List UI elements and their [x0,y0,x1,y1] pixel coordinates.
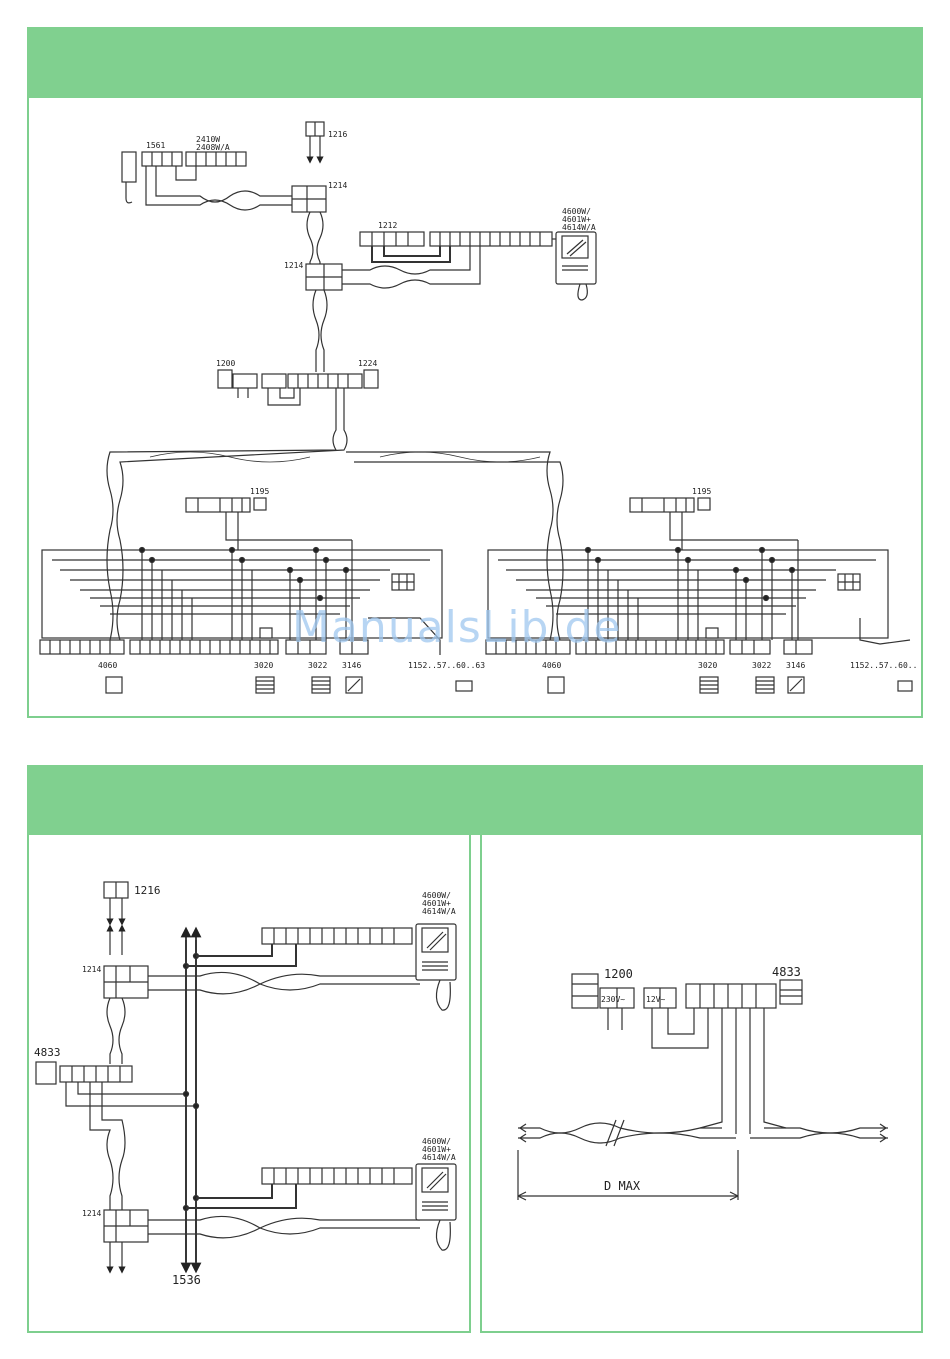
label-4060-left: 4060 [98,661,117,670]
terminal-block-1195-left [186,498,250,512]
label-1152-left: 1152..57..60..63 [408,661,485,670]
label-3020-right: 3020 [698,661,717,670]
power-supply-1200 [218,370,232,388]
module-icon-1152-left [456,681,472,691]
terminal-strip-4060-left [40,640,124,654]
label-3146-left: 3146 [342,661,361,670]
label-1214-bl-a: 1214 [82,965,101,974]
label-dmax: D MAX [604,1179,641,1193]
terminal-block-1212 [360,232,424,246]
module-icon-1152-right [898,681,912,691]
top-labels: 1561 2410W 2408W/A 1216 1214 1214 1212 4… [98,130,917,670]
terminal-strip-monitor-1 [262,928,412,944]
terminal-strip-3020-left [130,640,278,654]
device-4833-bl [36,1062,56,1084]
label-3022-right: 3022 [752,661,771,670]
watermark: ManualsLib.de [292,602,621,653]
label-1152-right: 1152..57..60.. [850,661,917,670]
label-4833-br: 4833 [772,965,801,979]
terminal-block-monitor-top [430,232,552,246]
module-icon-4060-left [106,677,122,693]
handset-1561 [122,152,136,182]
label-1200-top: 1200 [216,359,235,368]
label-1214-b: 1214 [284,261,303,270]
label-1561: 1561 [146,141,165,150]
label-1195-left: 1195 [250,487,269,496]
label-1214-a: 1214 [328,181,347,190]
label-m1-4614: 4614W/A [422,907,456,916]
label-4614-top: 4614W/A [562,223,596,232]
label-1216-top: 1216 [328,130,347,139]
label-230v: 230V~ [601,995,625,1004]
label-1224: 1224 [358,359,377,368]
label-2408w: 2408W/A [196,143,230,152]
terminal-strip-monitor-2 [262,1168,412,1184]
module-icon-4060-right [548,677,564,693]
bottom-right-diagram [518,974,888,1200]
terminal-strip-3146-right [784,640,812,654]
label-1216-bl: 1216 [134,884,161,897]
label-3020-left: 3020 [254,661,273,670]
terminal-block-1224 [288,374,362,388]
label-1212: 1212 [378,221,397,230]
device-1224 [364,370,378,388]
terminal-block-12v [262,374,286,388]
label-12v: 12V~ [646,995,665,1004]
label-1214-bl-b: 1214 [82,1209,101,1218]
label-4060-right: 4060 [542,661,561,670]
label-1200-br: 1200 [604,967,633,981]
terminal-strip-3022-right [730,640,770,654]
label-m2-4614: 4614W/A [422,1153,456,1162]
terminal-block-1195-right [630,498,694,512]
label-1536: 1536 [172,1273,201,1287]
terminal-block-230v [233,374,257,388]
device-4833-br [780,980,802,1004]
label-1195-right: 1195 [692,487,711,496]
label-3146-right: 3146 [786,661,805,670]
label-3022-left: 3022 [308,661,327,670]
power-supply-1200-br [572,974,598,1008]
label-4833-bl: 4833 [34,1046,61,1059]
